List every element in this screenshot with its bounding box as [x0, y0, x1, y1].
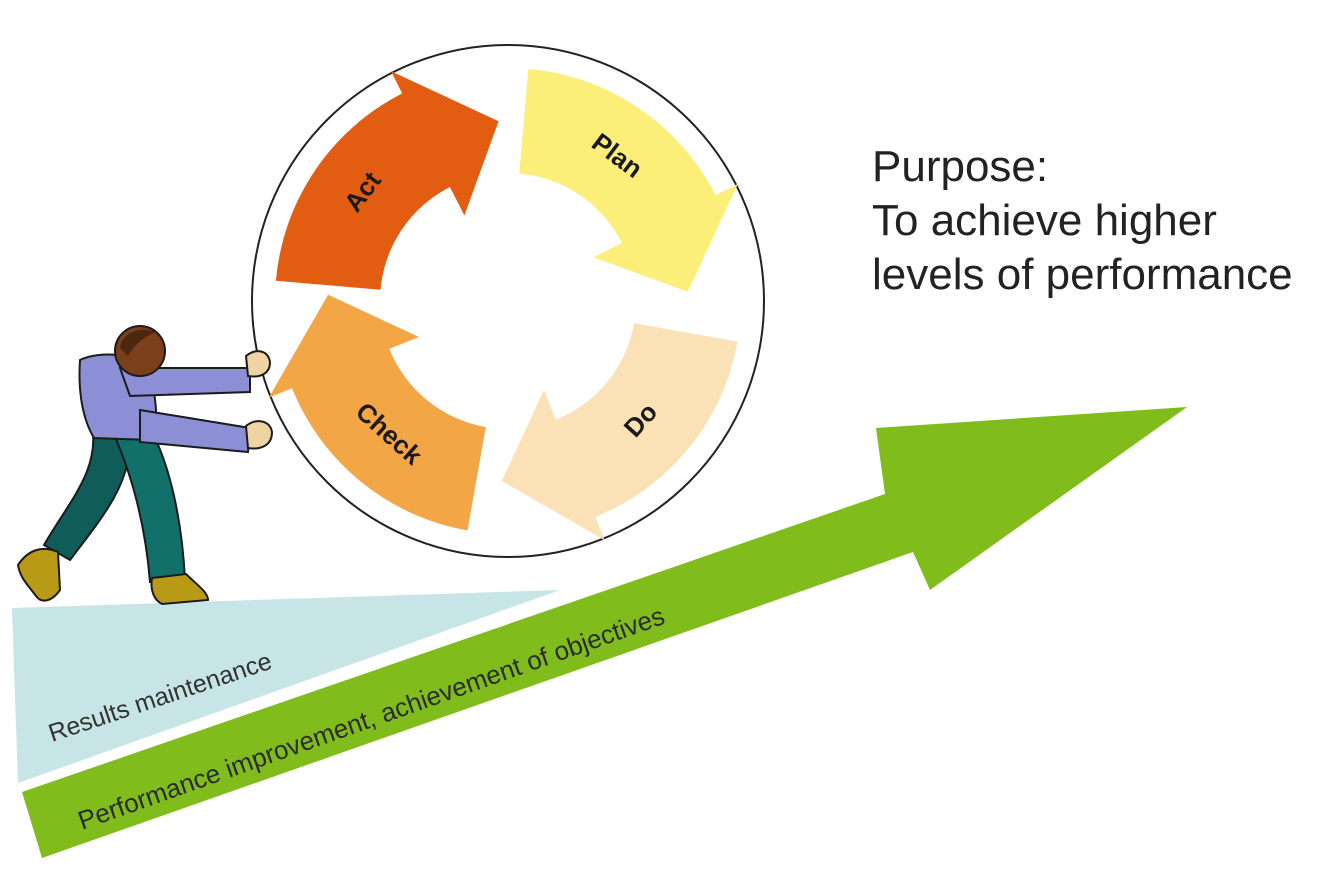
improvement-arrow — [22, 407, 1187, 858]
purpose-statement: Purpose: To achieve higher levels of per… — [872, 140, 1332, 302]
purpose-heading: Purpose: — [872, 142, 1049, 191]
person-pushing-icon — [16, 325, 274, 606]
cycle-arrow-act — [275, 71, 499, 290]
results-maintenance-band — [12, 590, 560, 783]
purpose-line-2: To achieve higher — [872, 196, 1217, 245]
cycle-arrow-plan — [519, 68, 738, 292]
cycle-arrow-check — [268, 294, 486, 531]
purpose-line-3: levels of performance — [872, 250, 1293, 299]
cycle-arrow-do — [501, 323, 738, 541]
